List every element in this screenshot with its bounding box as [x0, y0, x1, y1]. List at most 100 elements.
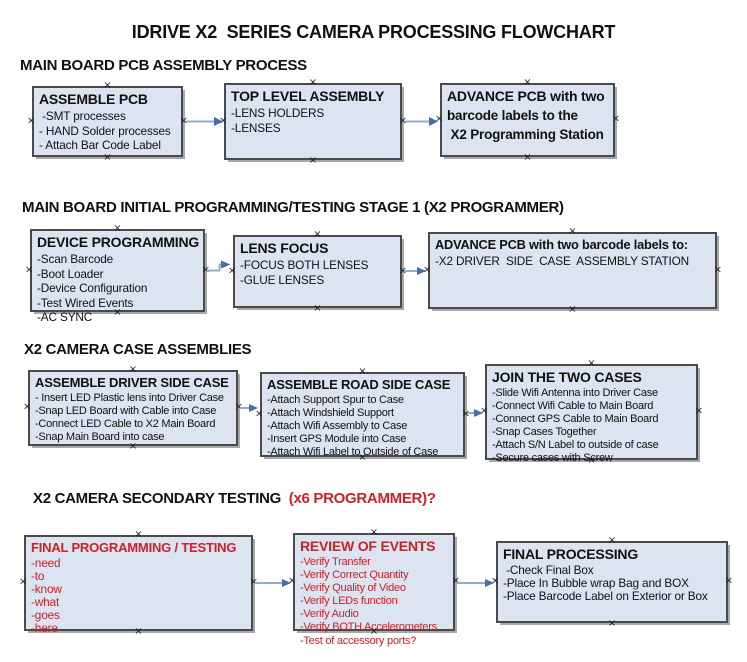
section-heading-secondary-testing: X2 CAMERA SECONDARY TESTING (x6 PROGRAMM… — [33, 490, 436, 507]
box-title: DEVICE PROGRAMMING — [37, 234, 200, 250]
box-line: -Connect LED Cable to X2 Main Board — [35, 418, 216, 431]
box-title: REVIEW OF EVENTS — [300, 538, 436, 554]
box-title: ASSEMBLE PCB — [39, 91, 148, 107]
connection-point-icon: × — [369, 527, 379, 538]
box-line: -Check Final Box — [503, 563, 594, 577]
flow-box-lens-focus: LENS FOCUS -FOCUS BOTH LENSES-GLUE LENSE… — [228, 230, 407, 314]
flow-box-assemble-driver-side-case: ASSEMBLE DRIVER SIDE CASE - Insert LED P… — [23, 365, 243, 452]
flow-box-final-programming-testing: FINAL PROGRAMMING / TESTING -need-to-kno… — [19, 530, 258, 637]
box-title: TOP LEVEL ASSEMBLY — [231, 88, 385, 104]
connection-point-icon: × — [313, 303, 322, 314]
box-lines: -Scan Barcode-Boot Loader-Device Configu… — [37, 252, 198, 325]
box-line: -GLUE LENSES — [240, 272, 325, 287]
box-line: -Scan Barcode — [37, 252, 114, 266]
box-title: ASSEMBLE ROAD SIDE CASE — [267, 377, 451, 392]
box-lines: -Verify Transfer-Verify Correct Quantity… — [300, 556, 448, 648]
box-line: -Snap Main Board into case — [35, 431, 165, 444]
box-line: -AC SYNC — [37, 310, 93, 325]
connection-point-icon: × — [234, 401, 243, 413]
box-line: -Verify Transfer — [300, 556, 371, 568]
box-line: -Attach Wifi Label to Outside of Case — [267, 446, 439, 459]
connection-point-icon: × — [23, 401, 32, 413]
flow-box-review-of-events: REVIEW OF EVENTS -Verify Transfer-Verify… — [288, 528, 460, 647]
box-line: X2 Programming Station — [447, 127, 604, 142]
connection-point-icon: × — [724, 575, 733, 587]
box-lines: - Insert LED Plastic lens into Driver Ca… — [35, 392, 231, 444]
box-title: JOIN THE TWO CASES — [492, 369, 642, 385]
box-line: -know — [31, 582, 62, 597]
box-line: -what — [31, 595, 60, 610]
box-line: -LENS HOLDERS — [231, 106, 325, 120]
flow-box-advance-to-programming-station: ADVANCE PCB with two barcode labels to t… — [435, 78, 620, 163]
arrow-road-case-to-join-cases — [467, 409, 483, 417]
connection-point-icon: × — [523, 152, 532, 163]
connection-point-icon: × — [103, 80, 112, 91]
flow-box-final-processing: FINAL PROCESSING -Check Final Box-Place … — [491, 536, 733, 629]
connection-point-icon: × — [308, 77, 318, 88]
box-lines: -LENS HOLDERS-LENSES — [231, 106, 395, 135]
box-line: -Snap Cases Together — [492, 426, 597, 439]
box-line: -Snap LED Board with Cable into Case — [35, 405, 217, 418]
box-line: -Verify Audio — [300, 608, 359, 621]
connection-point-icon: × — [179, 115, 188, 126]
connection-point-icon: × — [219, 115, 228, 126]
connection-point-icon: × — [607, 535, 617, 546]
connection-point-icon: × — [398, 265, 407, 276]
box-title: ASSEMBLE DRIVER SIDE CASE — [35, 375, 229, 390]
box-title: FINAL PROGRAMMING / TESTING — [31, 540, 237, 555]
connection-point-icon: × — [113, 223, 122, 234]
connection-point-icon: × — [313, 229, 322, 240]
flow-box-join-the-two-cases: JOIN THE TWO CASES -Slide Wifi Antenna i… — [480, 359, 703, 466]
connection-point-icon: × — [103, 152, 112, 163]
box-line: - Insert LED Plastic lens into Driver Ca… — [35, 392, 224, 404]
box-lines: -need-to-know-what-goes-here — [31, 556, 246, 636]
box-lines: -X2 DRIVER SIDE CASE ASSEMBLY STATION — [435, 254, 710, 269]
connection-point-icon: × — [611, 113, 620, 125]
arrow-top-level-to-advance — [405, 117, 438, 126]
box-title: LENS FOCUS — [240, 240, 329, 256]
box-line: -LENSES — [231, 120, 281, 135]
connection-point-icon: × — [523, 77, 532, 88]
box-line: -Verify Correct Quantity — [300, 569, 409, 582]
connection-point-icon: × — [607, 618, 617, 629]
connection-point-icon: × — [568, 304, 577, 315]
section-heading-pcb-assembly: MAIN BOARD PCB ASSEMBLY PROCESS — [20, 57, 307, 74]
connection-point-icon: × — [398, 115, 407, 126]
box-title: ADVANCE PCB with two — [447, 88, 605, 104]
connection-point-icon: × — [491, 575, 500, 587]
flow-box-assemble-road-side-case: ASSEMBLE ROAD SIDE CASE -Attach Support … — [255, 367, 470, 463]
box-line: -Test of accessory ports? — [300, 634, 417, 647]
flow-box-advance-to-driver-station: ADVANCE PCB with two barcode labels to: … — [423, 227, 722, 315]
box-line: -Connect GPS Cable to Main Board — [492, 413, 659, 426]
box-line: -Verify Quality of Video — [300, 582, 406, 595]
box-lines: -SMT processes- HAND Solder processes- A… — [39, 109, 176, 153]
box-line: -Connect Wifi Cable to Main Board — [492, 400, 654, 413]
box-line: -Test Wired Events — [37, 295, 134, 310]
box-line: -SMT processes — [39, 109, 126, 123]
box-line: -Secure cases with Screw — [492, 452, 613, 465]
box-lines: -FOCUS BOTH LENSES-GLUE LENSES — [240, 258, 395, 287]
box-line: barcode labels to the — [447, 108, 578, 123]
box-line: -Device Configuration — [37, 281, 148, 296]
box-line: -Attach Windshield Support — [267, 407, 394, 420]
box-line: -here — [31, 621, 58, 636]
connection-point-icon: × — [461, 408, 470, 419]
connection-point-icon: × — [308, 155, 318, 166]
arrow-review-to-final-processing — [457, 579, 494, 587]
arrow-device-programming-to-lens-focus — [207, 260, 231, 272]
connection-point-icon: × — [435, 113, 444, 125]
box-lines: barcode labels to the X2 Programming Sta… — [447, 106, 608, 144]
box-line: -Attach Support Spur to Case — [267, 394, 404, 406]
connection-point-icon: × — [694, 405, 703, 417]
flow-box-assemble-pcb: ASSEMBLE PCB -SMT processes- HAND Solder… — [27, 81, 188, 163]
box-lines: -Slide Wifi Antenna into Driver Case-Con… — [492, 387, 691, 466]
box-line: - HAND Solder processes — [39, 123, 171, 138]
box-line: -Place Barcode Label on Exterior or Box — [503, 589, 708, 604]
arrow-lens-focus-to-advance — [404, 267, 426, 275]
box-line: -Verify LEDs function — [300, 595, 398, 608]
section-heading-initial-programming: MAIN BOARD INITIAL PROGRAMMING/TESTING S… — [22, 199, 564, 216]
connection-point-icon: × — [27, 115, 36, 126]
box-line: -need — [31, 556, 61, 570]
page-title: IDRIVE X2 SERIES CAMERA PROCESSING FLOWC… — [131, 22, 616, 42]
